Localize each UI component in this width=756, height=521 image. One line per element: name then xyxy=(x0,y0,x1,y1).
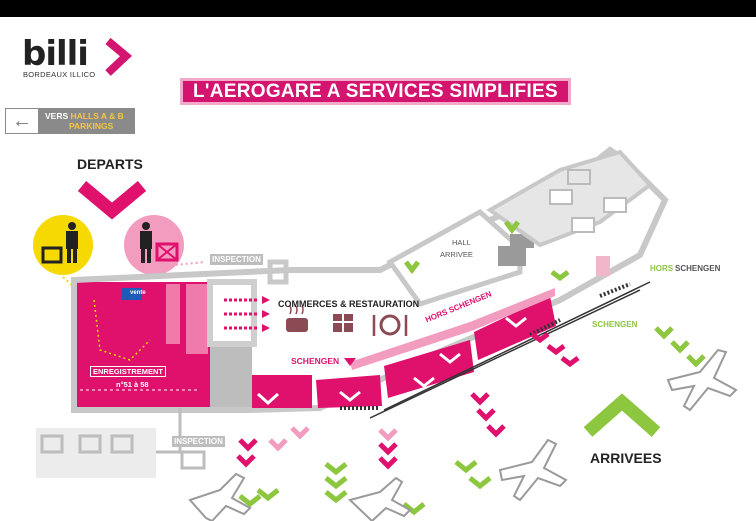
restricted-luggage-icon xyxy=(124,215,184,275)
checkin-hall xyxy=(74,282,210,408)
hors-schengen-right-a: HORS xyxy=(650,264,674,273)
back-parkings-label: PARKINGS xyxy=(69,121,114,131)
commerces-label: COMMERCES & RESTAURATION xyxy=(278,299,420,309)
logo-chevron-icon xyxy=(105,37,133,76)
top-bar xyxy=(0,0,756,17)
hall-arrivee-line2: ARRIVEE xyxy=(440,250,473,259)
brand-tag: vente xyxy=(130,290,146,296)
hors-schengen-right-b: SCHENGEN xyxy=(675,264,721,273)
counters-label: n°51 à 58 xyxy=(116,380,149,389)
upper-right-gates xyxy=(486,149,653,248)
baggage-icons xyxy=(36,375,206,478)
billi-logo: billi BORDEAUX ILLICO xyxy=(20,36,140,82)
hall-arrivee-block xyxy=(386,208,610,307)
back-to-halls-button[interactable]: ← VERS HALLS A & B PARKINGS xyxy=(5,108,135,134)
departs-label: DEPARTS xyxy=(77,156,143,172)
restaurant-icon xyxy=(372,314,408,336)
logo-word: billi xyxy=(22,34,89,74)
hall-arrivee-line1: HALL xyxy=(452,238,471,247)
logo-tagline: BORDEAUX ILLICO xyxy=(23,70,96,79)
back-link-text: VERS HALLS A & B PARKINGS xyxy=(45,111,124,131)
gift-icon xyxy=(333,314,353,332)
back-halls-label: HALLS A & B xyxy=(70,111,124,121)
departs-chevron-icon xyxy=(77,181,147,220)
luggage-person-icon xyxy=(33,215,93,275)
schengen-right-label: SCHENGEN xyxy=(592,320,638,329)
coffee-icon xyxy=(286,305,308,332)
schengen-center-label: SCHENGEN xyxy=(291,356,340,366)
inspection-top-label: INSPECTION xyxy=(210,254,263,265)
hors-schengen-mid-label: HORS SCHENGEN xyxy=(424,289,493,325)
enregistrement-label: ENREGISTREMENT xyxy=(90,366,167,377)
back-prefix: VERS xyxy=(45,111,69,121)
arrivees-label: ARRIVEES xyxy=(590,450,662,466)
page-title: L'AEROGARE A SERVICES SIMPLIFIES xyxy=(180,78,571,105)
arrivals-chevrons xyxy=(238,220,706,516)
back-arrow-icon: ← xyxy=(5,108,39,134)
departure-chevrons xyxy=(236,332,580,470)
airplane-icon xyxy=(188,348,738,521)
inspection-bottom-label: INSPECTION xyxy=(172,436,225,447)
